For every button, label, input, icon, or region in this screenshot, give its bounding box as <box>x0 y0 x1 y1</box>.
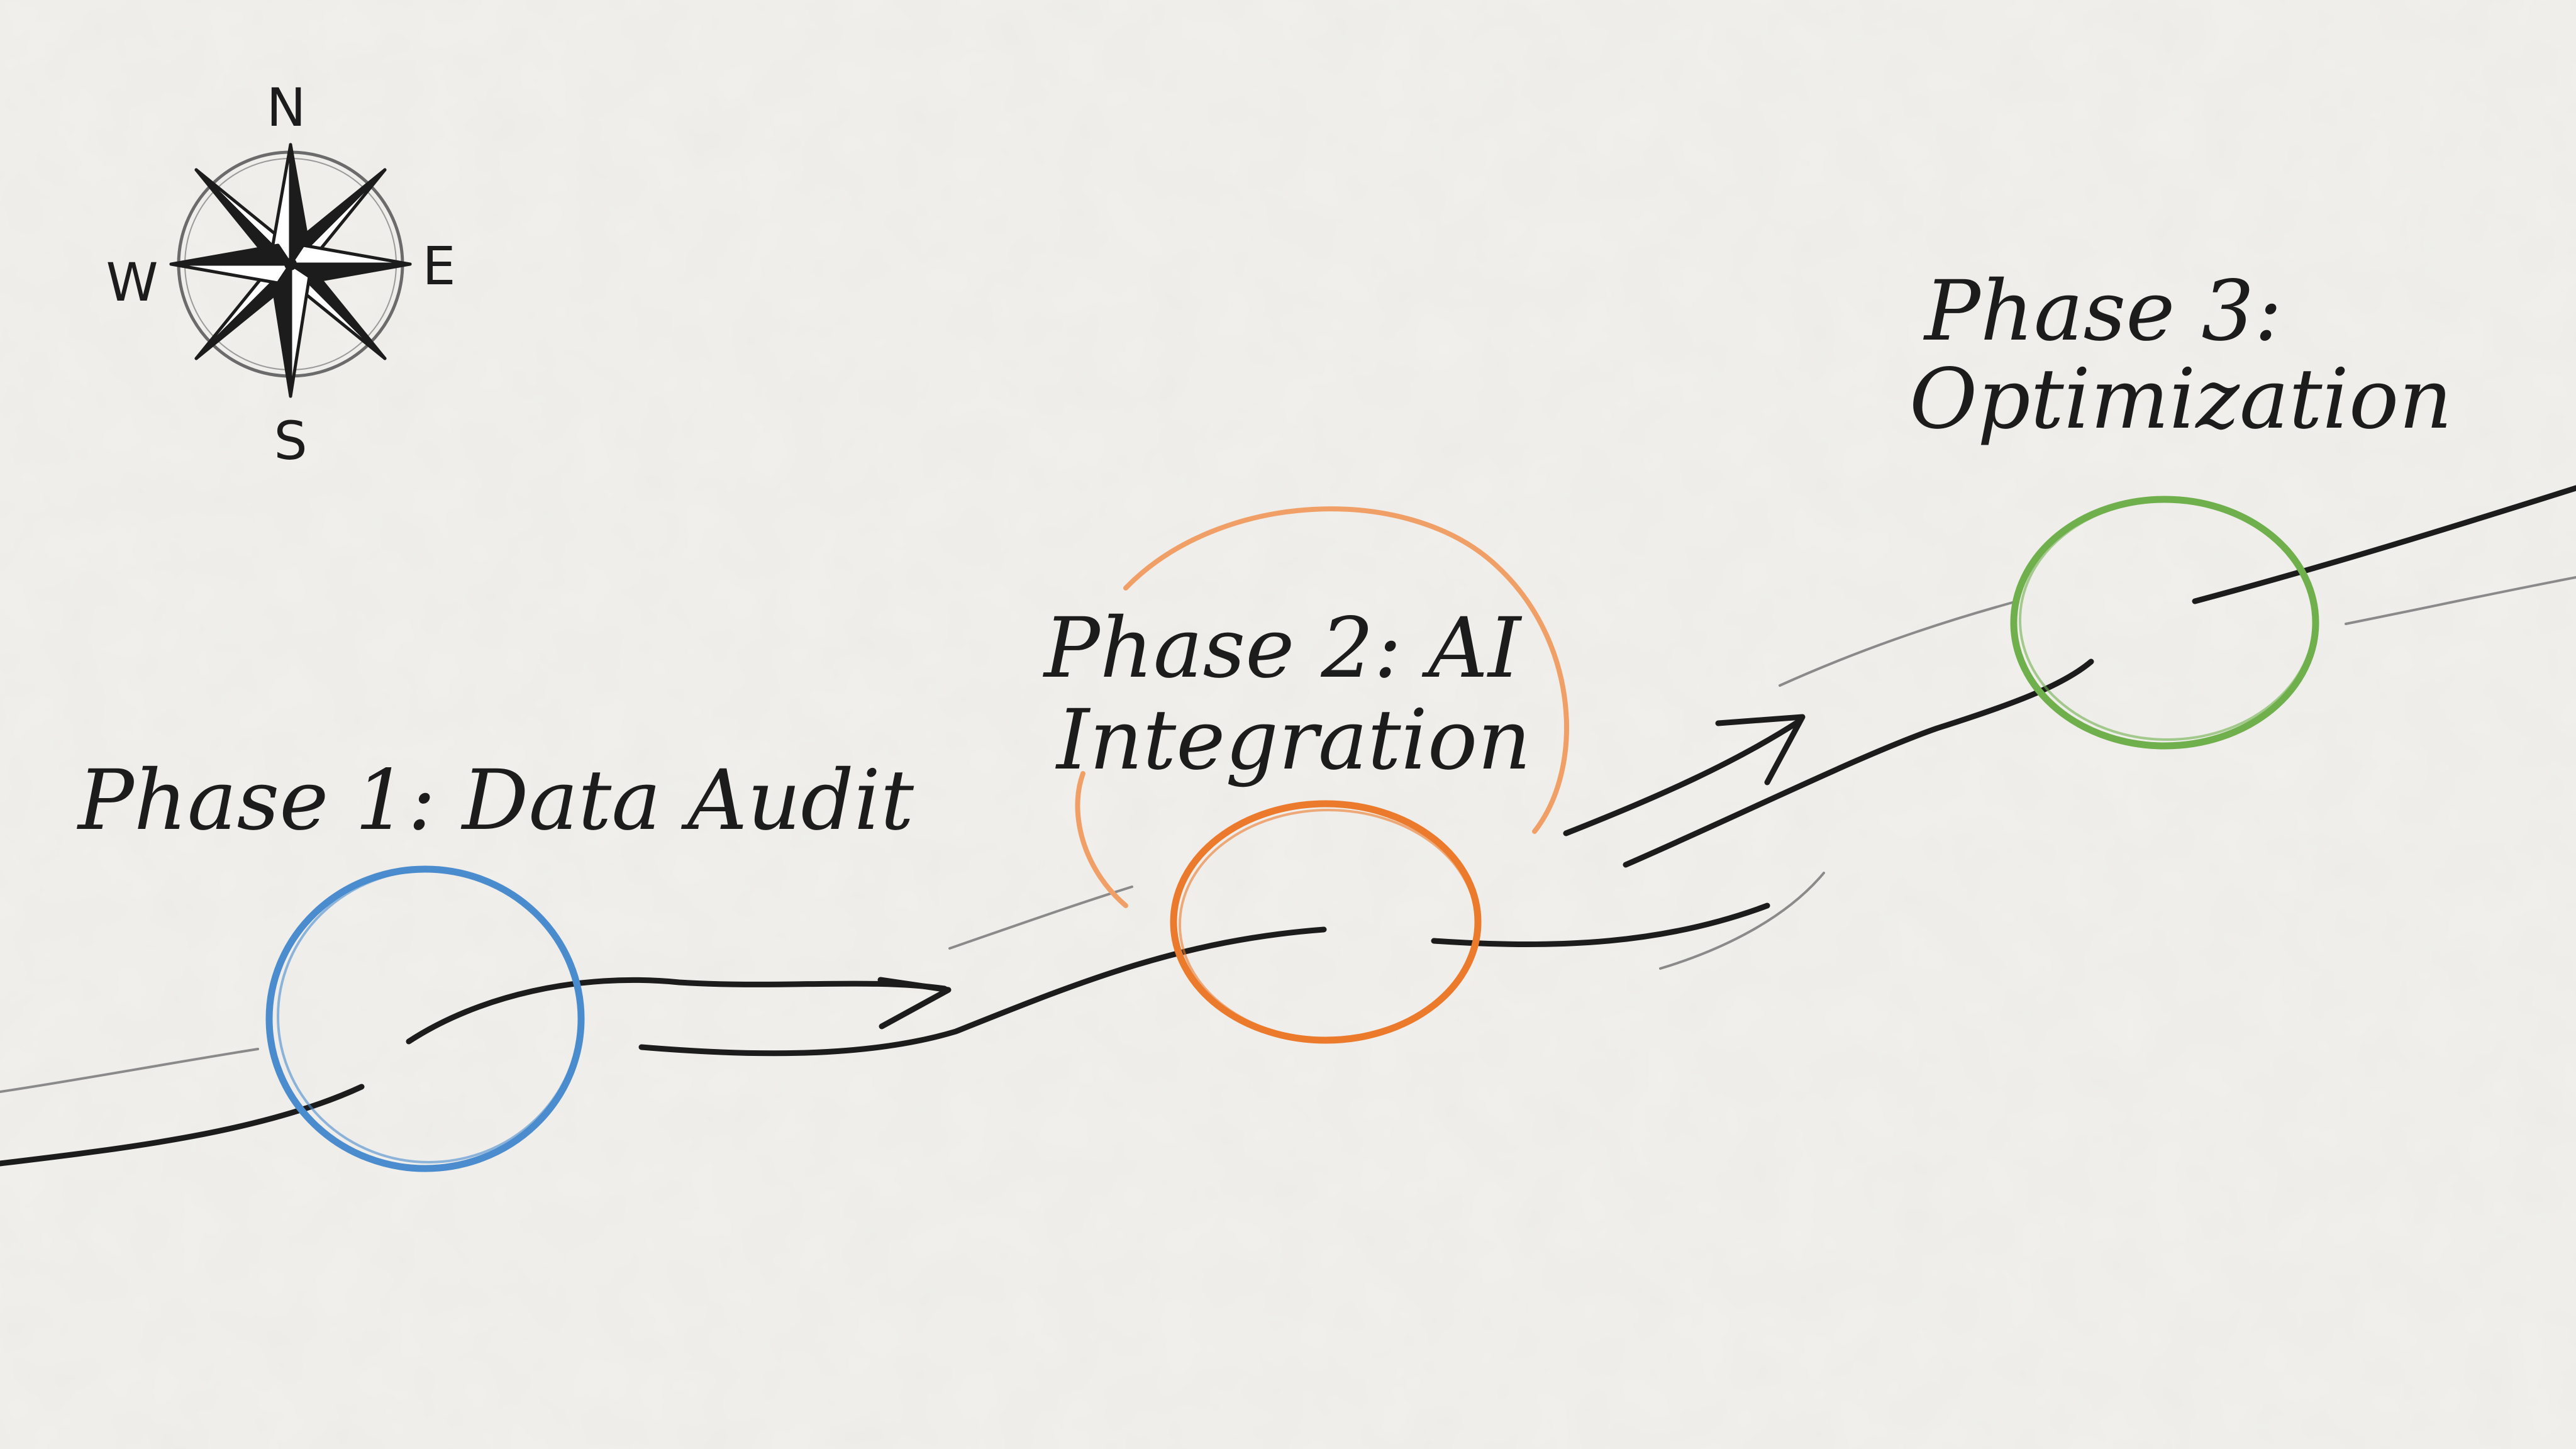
compass-rose-icon <box>169 143 412 398</box>
faint-line-5 <box>2345 576 2576 625</box>
roadmap-path <box>0 485 2576 1167</box>
phase-2-title-line-1: Phase 2: AI <box>1043 600 1523 697</box>
phase-2-circle-sketch <box>1179 809 1478 1040</box>
arrowhead-2-icon <box>1715 714 1806 786</box>
path-segment-5 <box>1563 718 1803 836</box>
arrowhead-1-icon <box>877 977 952 1030</box>
phase-1-circle <box>265 865 585 1172</box>
compass-north-label: N <box>267 77 306 138</box>
path-segment-4 <box>1431 902 1770 948</box>
phase-1-circle-sketch <box>277 869 581 1163</box>
phase-2-circle <box>1170 800 1482 1044</box>
phase-3-circle <box>2010 496 2319 750</box>
phase-1-node: Phase 1: Data Audit <box>77 752 914 1172</box>
phase-3-circle-sketch <box>2019 499 2316 741</box>
compass-center <box>284 258 297 270</box>
faint-line-4 <box>1779 601 2014 687</box>
phase-3-title-line-2: Optimization <box>1909 351 2452 448</box>
phase-3-title-line-1: Phase 3: <box>1923 263 2282 360</box>
path-segment-7 <box>2192 485 2576 604</box>
path-segment-3 <box>638 926 1327 1057</box>
faint-line-1 <box>0 1048 259 1093</box>
phase-3-node: Phase 3: Optimization <box>1909 263 2452 750</box>
faint-line-3 <box>1659 872 1825 970</box>
phase-2-halo-arc <box>1123 506 1569 834</box>
phase-1-title: Phase 1: Data Audit <box>77 752 914 849</box>
phase-2-halo-arc-lower <box>1075 771 1128 908</box>
compass-west-label: W <box>106 252 158 313</box>
compass-cardinal-points <box>169 143 412 398</box>
path-segment-2 <box>406 977 948 1045</box>
path-segment-1 <box>0 1084 365 1167</box>
path-segment-6 <box>1623 658 2094 868</box>
phase-2-title-line-2: Integration <box>1055 692 1531 789</box>
phase-2-node: Phase 2: AI Integration <box>1043 506 1569 1044</box>
compass-east-label: E <box>422 235 455 297</box>
compass-south-label: S <box>274 410 307 472</box>
